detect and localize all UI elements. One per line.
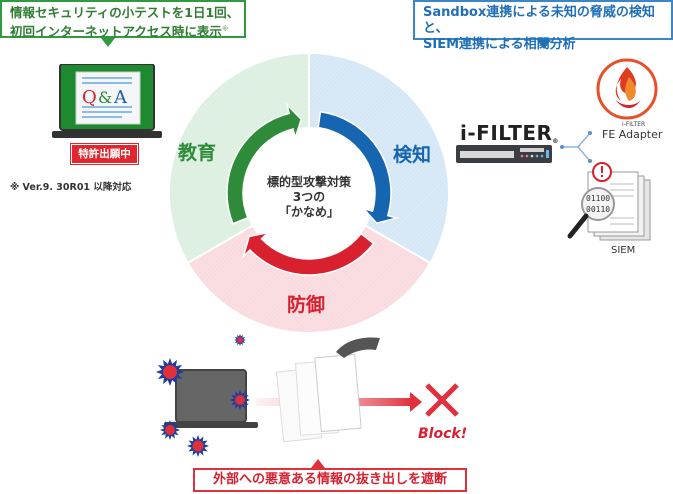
qa-laptop-icon: Q & A [52,64,162,138]
center-line2: 3つの [292,190,326,204]
qa-q: Q [82,87,97,108]
connector-lines-icon [560,131,592,163]
virus-core [163,365,177,379]
block-x-icon [425,383,459,417]
note-mark: ※ [221,25,229,33]
segment-label-detection: 検知 [393,144,432,166]
education-callout-line2: 初回インターネットアクセス時に表示 [10,24,222,40]
education-callout-pointer [101,38,115,47]
i-filter-logo-text: i-FILTER [460,121,553,145]
education-callout-line1: 情報セキュリティの小テストを1日1回、 [10,5,240,20]
segment-label-education: 教育 [178,142,217,164]
hand-icon [336,337,380,358]
fe-adapter-label: FE Adapter [602,128,663,141]
segment-label-defense: 防御 [287,294,326,316]
qa-a: A [113,87,128,108]
cycle-arrow-defense [242,231,375,276]
education-callout: 情報セキュリティの小テストを1日1回、 初回インターネットアクセス時に表示※ [0,0,246,40]
appliance-icon [456,145,552,163]
defense-illustration [156,334,422,457]
siem-label: SIEM [611,245,636,256]
siem-icon: 01100 00110 [567,162,651,241]
block-label: Block! [418,426,468,442]
cycle-arrow-education [226,102,303,225]
detection-callout-pointer [537,40,551,49]
virus-core [235,395,245,405]
center-line3: 「かなめ」 [278,205,339,219]
fe-adapter-brand: i-FILTER [622,121,646,128]
virus-core [192,440,204,452]
fe-adapter-flame-icon [596,58,658,120]
defense-callout: 外部への悪意ある情報の抜き出しを遮断 [193,468,467,492]
defense-callout-pointer [311,459,325,468]
siem-binary-2: 00110 [586,205,610,214]
center-line1: 標的型攻撃対策 [266,175,351,189]
i-filter-logo: i-FILTER® [460,121,559,145]
documents-icon [275,337,380,443]
patent-pending-badge: 特許出願中 [71,144,138,164]
qa-amp: & [98,88,112,107]
virus-core [237,337,243,343]
siem-binary-1: 01100 [586,194,610,203]
version-note: ※ Ver.9. 30R01 以降対応 [10,182,132,193]
detection-callout-line1: Sandbox連携による未知の脅威の検知と、 [423,5,655,36]
exfiltration-arrow-icon [410,392,422,412]
cycle-arrow-detection [317,110,400,224]
virus-core [165,425,175,435]
cycle-center-text: 標的型攻撃対策 3つの 「かなめ」 [239,175,379,220]
